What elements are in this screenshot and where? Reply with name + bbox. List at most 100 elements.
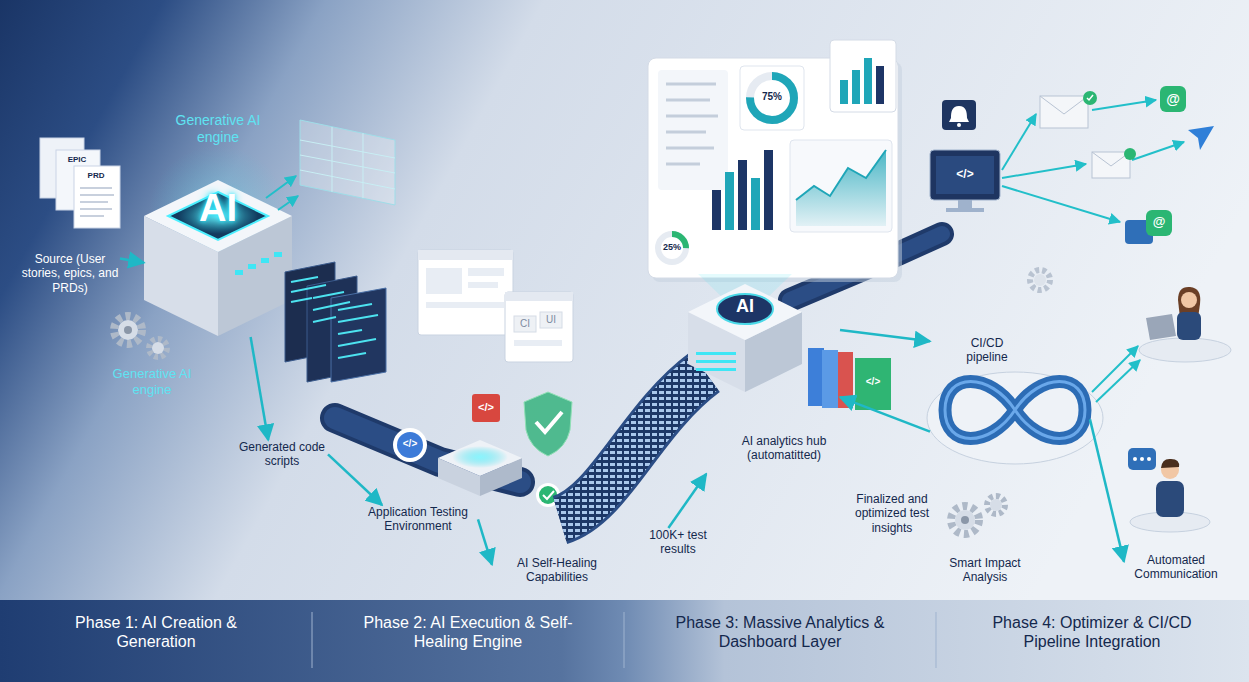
code-cards: [291, 277, 318, 282]
flow-arrow: [478, 519, 492, 564]
dashboard: [712, 190, 721, 230]
dashboard: [864, 58, 872, 104]
dashboard: [796, 150, 886, 226]
code-cards: [338, 353, 366, 358]
node-text: 25%: [654, 242, 690, 253]
label-text: PRD: [76, 171, 116, 181]
communication-node: Automated Communication: [1124, 553, 1228, 582]
label-text: Generative AI engine: [166, 112, 270, 146]
ai-engine-node: AI: [144, 172, 292, 337]
notification-icons: [957, 123, 961, 127]
phase-title: Phase 3: Massive Analytics & Dashboard L…: [662, 613, 898, 651]
source-documents: [74, 166, 120, 228]
label-text: @: [1149, 214, 1169, 230]
label-text: </>: [950, 167, 980, 181]
browser-windows: [426, 302, 504, 308]
code-cards: [338, 339, 376, 346]
pipeline-node: CI/CD pipeline: [930, 334, 1090, 456]
code-cards: [291, 277, 378, 358]
source-documents: [80, 201, 108, 203]
browser-windows: [418, 250, 513, 335]
person-figure: [1092, 287, 1231, 532]
table-panel: [300, 127, 395, 198]
edge-label: Finalized and optimized test insights: [846, 492, 938, 535]
source-documents: [40, 138, 120, 228]
table-panel: [300, 140, 395, 158]
node-text: 100K+ test results: [630, 528, 726, 557]
node-text: Automated Communication: [1124, 553, 1228, 582]
dashboard: [712, 150, 773, 230]
code-cards: [313, 292, 344, 298]
dashboard-node: 75%25%: [648, 42, 904, 274]
person-figure: [1133, 457, 1137, 461]
phase-band: [624, 612, 625, 668]
dashboard: [830, 40, 896, 112]
dashboard: [738, 160, 747, 230]
conveyor-path: [393, 428, 427, 462]
notification-icons: [942, 100, 976, 130]
gear-icon: [1030, 270, 1050, 290]
browser-windows: [505, 292, 573, 362]
ci-cd-loop: [927, 372, 1103, 464]
notification-icons: [1160, 86, 1186, 112]
dashboard: [666, 131, 706, 134]
dashboard: [666, 99, 710, 102]
dashboard: [725, 172, 734, 230]
notification-icons: [1002, 186, 1120, 222]
browser-windows: [426, 268, 462, 294]
label-text: </>: [857, 376, 889, 388]
node-text: AI: [164, 186, 272, 232]
person-figure: [1147, 457, 1151, 461]
ai-engine-cube: [248, 264, 256, 269]
gear-icon: [987, 496, 1005, 514]
label-text: CI: [514, 318, 536, 330]
source-node: Source (User stories, epics, and PRDs): [20, 252, 120, 295]
self-healing-node: AI Self-Healing Capabilities: [492, 556, 622, 585]
flow-arrow: [251, 337, 269, 440]
table-panel: [363, 133, 364, 198]
node-text: AI analytics hub (automatitted): [728, 434, 840, 463]
analytics-hub-cube: [688, 284, 802, 340]
source-documents: [80, 187, 112, 189]
source-documents: [80, 208, 112, 210]
source-documents: [80, 194, 114, 196]
browser-windows: [468, 268, 504, 276]
browser-windows: [505, 292, 573, 301]
analytics-hub-cube: [696, 352, 736, 371]
phase-title: Phase 4: Optimizer & CI/CD Pipeline Inte…: [974, 613, 1210, 651]
dashboard: [666, 84, 718, 164]
gear-icon: [961, 516, 969, 524]
test-results-belt: [560, 372, 705, 520]
code-cards: [313, 317, 336, 322]
code-cards: [291, 298, 312, 302]
label-text: UI: [540, 314, 562, 326]
notification-icons: [1092, 100, 1156, 110]
gear-icon: [114, 316, 167, 357]
gear-icon: [114, 316, 142, 344]
dashboard: [666, 147, 714, 150]
table-panel: [300, 120, 395, 205]
analytics-hub-cube: [717, 294, 773, 324]
notification-icons: [1087, 95, 1093, 100]
test-environment-pedestal: [452, 446, 508, 468]
notification-icons: [946, 208, 984, 212]
code-cards: [338, 330, 362, 334]
analytics-hub-cube: [696, 360, 736, 363]
label-text: </>: [395, 438, 425, 450]
source-documents: [80, 188, 114, 216]
browser-windows: [514, 316, 536, 332]
analytics-hub-node: AIAI analytics hub (automatitted): [688, 282, 840, 474]
person-figure: [1156, 481, 1184, 517]
notification-icons: [1132, 142, 1184, 160]
result-cards: [822, 350, 838, 408]
dashboard: [796, 150, 886, 200]
ai-engine-cube: [144, 145, 292, 336]
ci-cd-loop: [945, 382, 1085, 439]
phase-band: [936, 612, 937, 668]
notification-icons: [1040, 96, 1088, 128]
gear-icon: [124, 326, 132, 334]
dashboard: [666, 83, 716, 86]
code-cards: [338, 315, 378, 322]
